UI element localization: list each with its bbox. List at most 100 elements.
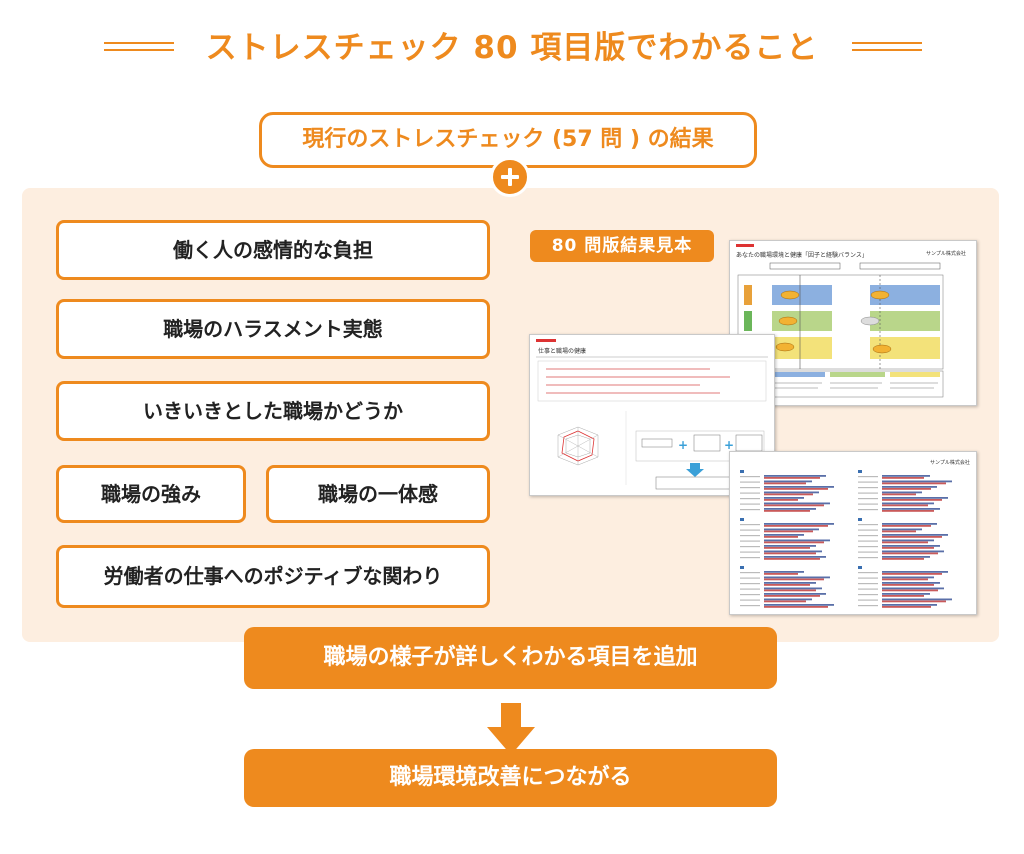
thumb-bar [882, 573, 942, 575]
thumb-row-label [740, 535, 760, 537]
thumb-bar [764, 502, 830, 505]
thumb-bar [764, 480, 812, 483]
thumb-bar [764, 523, 834, 525]
thumb-row-label [858, 557, 878, 559]
thumb-bar [764, 589, 816, 592]
thumb-bar [764, 539, 830, 542]
thumb-bar [764, 530, 813, 533]
thumb-bar [882, 578, 928, 581]
thumb-bar [882, 488, 931, 490]
thumb-bar [764, 558, 820, 560]
item-unity: 職場の一体感 [266, 465, 490, 523]
bar-report-corner: サンプル株式会社 [930, 459, 970, 466]
thumb-bar [882, 480, 952, 483]
thumb-bar [882, 552, 938, 555]
thumb-bar [882, 547, 934, 549]
thumb-bar [764, 576, 830, 579]
thumb-bar [882, 571, 948, 573]
thumb-bar [764, 528, 819, 531]
thumb-bar [764, 541, 824, 544]
thumb-bar [764, 491, 819, 494]
thumb-row-label [858, 535, 878, 537]
thumb-bar [882, 600, 946, 603]
thumb-bar [882, 545, 940, 547]
thumb-bar [764, 582, 816, 584]
thumb-bar [764, 534, 804, 536]
item-positive-engagement: 労働者の仕事へのポジティブな関わり [56, 545, 490, 608]
thumb-bar [764, 593, 826, 595]
thumb-bar [882, 510, 934, 512]
thumb-row-label [858, 524, 878, 526]
thumb-row-label [740, 546, 760, 548]
thumb-bar [764, 477, 820, 479]
thumb-row-label [740, 557, 760, 559]
svg-text:+: + [678, 438, 688, 452]
thumb-bar [764, 573, 798, 575]
thumb-block-marker [740, 518, 744, 521]
thumb-bar [882, 534, 948, 536]
thumb-bar [882, 504, 928, 507]
thumb-row-label [858, 572, 878, 574]
thumb-block-marker [858, 566, 862, 569]
bar-report-preview: サンプル株式会社 [740, 459, 970, 608]
thumb-row-label [858, 594, 878, 596]
thumb-bar [882, 530, 916, 533]
thumb-bar [882, 491, 922, 494]
thumb-bar [764, 595, 820, 597]
thumb-bar [764, 604, 834, 606]
thumb-bar [764, 493, 813, 496]
thumb-row-label [858, 588, 878, 590]
page-title-area: ストレスチェック 80 項目版でわかること [0, 26, 1024, 70]
thumb-bar [764, 536, 798, 538]
thumb-bar [882, 606, 931, 608]
thumb-bar [764, 486, 834, 488]
balance-report-heading: あなたの職場環境と健康「因子と経験バランス」 [736, 251, 868, 259]
thumb-row-label [740, 540, 760, 542]
thumb-row-label [858, 529, 878, 531]
thumb-bar [764, 578, 824, 581]
thumb-bar [764, 552, 816, 555]
balance-report-corner: サンプル株式会社 [926, 250, 966, 257]
thumb-bar [882, 477, 924, 479]
thumb-row-label [740, 503, 760, 505]
thumb-bar [764, 475, 826, 477]
current-check-box: 現行のストレスチェック (57 問 ) の結果 [259, 112, 757, 168]
thumb-bar [764, 488, 828, 490]
thumb-bar [882, 528, 922, 531]
thumb-block-marker [858, 470, 862, 473]
thumb-row-label [858, 599, 878, 601]
thumb-row-label [740, 605, 760, 607]
thumb-row-label [740, 551, 760, 553]
thumb-row-label [740, 487, 760, 489]
item-lively-workplace: いきいきとした職場かどうか [56, 381, 490, 441]
thumb-bar [882, 582, 940, 584]
thumb-bar [764, 556, 826, 558]
thumb-row-label [740, 577, 760, 579]
thumb-bar [882, 541, 928, 544]
thumb-bar [764, 571, 804, 573]
thumb-bar [882, 536, 942, 538]
thumb-bar [882, 508, 940, 510]
thumb-row-label [740, 572, 760, 574]
item-strengths: 職場の強み [56, 465, 246, 523]
thumb-bar [764, 598, 812, 601]
thumb-bar [882, 502, 934, 505]
thumb-row-label [858, 503, 878, 505]
thumb-bar [764, 510, 810, 512]
thumb-bar [882, 584, 934, 586]
thumb-bar [882, 497, 948, 499]
thumb-bar [882, 595, 924, 597]
thumb-bar [882, 598, 952, 601]
thumb-row-label [740, 509, 760, 511]
thumb-bar [882, 523, 937, 525]
add-items-banner: 職場の様子が詳しくわかる項目を追加 [244, 627, 777, 689]
thumb-row-label [858, 487, 878, 489]
item-emotional-burden: 働く人の感情的な負担 [56, 220, 490, 280]
thumb-bar [764, 545, 816, 547]
thumb-row-label [740, 476, 760, 478]
title-decoration-left [104, 40, 174, 53]
thumb-row-label [740, 498, 760, 500]
thumb-row-label [858, 476, 878, 478]
thumb-bar [764, 499, 798, 501]
thumb-row-label [740, 524, 760, 526]
